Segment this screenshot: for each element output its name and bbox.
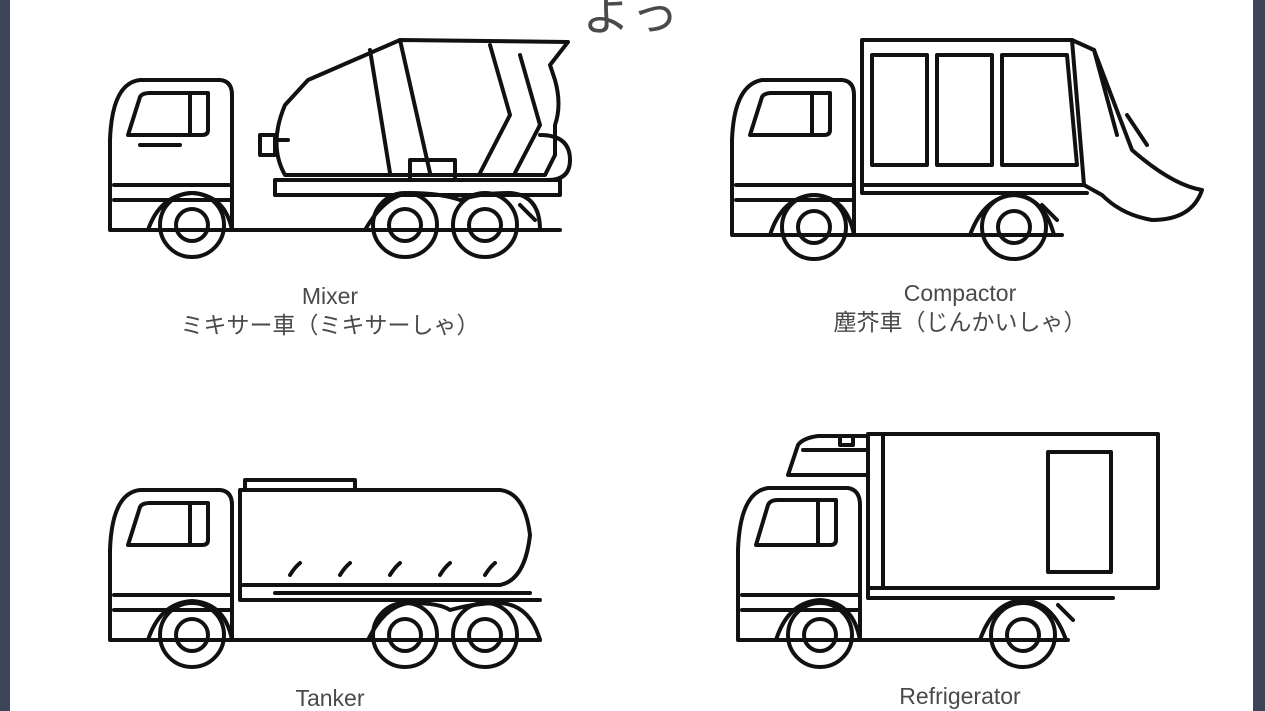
refrigerator-truck-icon bbox=[728, 430, 1178, 670]
compactor-truck-icon bbox=[722, 35, 1212, 265]
mixer-label-jp: ミキサー車（ミキサーしゃ） bbox=[180, 312, 480, 339]
tanker-label-en: Tanker bbox=[295, 685, 365, 711]
mixer-label-en: Mixer bbox=[301, 283, 359, 309]
page-title: よっ bbox=[582, 0, 681, 42]
refrigerator-label-en: Refrigerator bbox=[899, 683, 1021, 709]
refrigerator-label: Refrigerator bbox=[800, 682, 1120, 711]
coloring-sheet: よっ bbox=[10, 0, 1253, 711]
compactor-label-jp: 塵芥車（じんかいしゃ） bbox=[833, 309, 1087, 336]
compactor-label: Compactor 塵芥車（じんかいしゃ） bbox=[770, 279, 1150, 339]
tanker-truck-icon bbox=[100, 475, 560, 675]
tanker-label: Tanker bbox=[170, 684, 490, 711]
compactor-label-en: Compactor bbox=[903, 280, 1017, 306]
mixer-label: Mixer ミキサー車（ミキサーしゃ） bbox=[140, 282, 520, 342]
mixer-truck-icon bbox=[100, 35, 580, 265]
